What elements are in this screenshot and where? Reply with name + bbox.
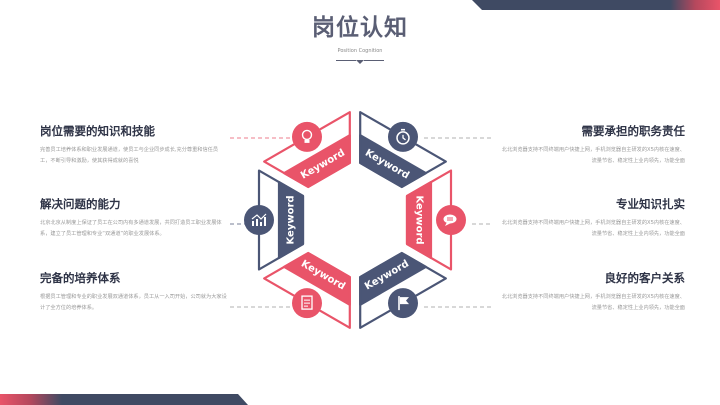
item-body: 根据员工管理和专业的职业发展双通道体系，员工从一入司开始，公司就为大家设计了全方… <box>40 294 227 311</box>
item-body: 北北浏览器支持不同终端用户快捷上网，手机浏览器自主研发的X5内核在速度、流量节省… <box>501 220 685 237</box>
segment-fill <box>283 251 351 306</box>
right-item-3: 良好的客户关系 北北浏览器支持不同终端用户快捷上网，手机浏览器自主研发的X5内核… <box>497 270 685 314</box>
item-title: 岗位需要的知识和技能 <box>40 124 155 138</box>
item-body: 完善员工培养体系和职业发展通道，使员工与企业同步成长,充分尊重和信任员工，不断引… <box>40 147 219 164</box>
segment-fill <box>405 181 433 259</box>
segment-fill <box>359 134 427 189</box>
flag-icon <box>388 288 418 319</box>
hex-segment: Keyword <box>405 169 453 271</box>
segment-fill <box>359 251 427 306</box>
item-title: 完备的培养体系 <box>40 271 121 285</box>
page-title: 岗位认知 <box>312 15 408 41</box>
item-title: 专业知识扎实 <box>616 197 685 211</box>
clock-icon <box>388 121 418 152</box>
right-item-1: 需要承担的职务责任 北北浏览器支持不同终端用户快捷上网，手机浏览器自主研发的X5… <box>497 123 685 167</box>
item-body: 北北浏览器支持不同终端用户快捷上网，手机浏览器自主研发的X5内核在速度、流量节省… <box>501 294 685 311</box>
connector-lines <box>230 137 492 308</box>
document-icon <box>292 288 322 319</box>
right-item-2: 专业知识扎实 北北浏览器支持不同终端用户快捷上网，手机浏览器自主研发的X5内核在… <box>497 196 685 240</box>
segment-keyword: Keyword <box>414 195 425 244</box>
title-divider-right <box>364 60 384 61</box>
title-divider-left <box>336 60 356 61</box>
left-item-3: 完备的培养体系 根据员工管理和专业的职业发展双通道体系，员工从一入司开始，公司就… <box>40 270 228 314</box>
lightbulb-icon <box>292 121 322 152</box>
chat-icon <box>436 205 466 235</box>
item-body: 北京北京从制度上保证了员工在公司内有多通道发展，共同打造员工职业发展体系，建立了… <box>40 220 222 237</box>
item-title: 良好的客户关系 <box>604 271 686 285</box>
title-divider-arrow <box>356 60 364 64</box>
left-item-2: 解决问题的能力 北京北京从制度上保证了员工在公司内有多通道发展，共同打造员工职业… <box>40 196 228 240</box>
item-title: 需要承担的职务责任 <box>581 124 686 138</box>
segment-fill <box>283 134 351 189</box>
hex-segment: Keyword <box>257 169 305 271</box>
bottom-left-band <box>0 394 248 405</box>
left-item-1: 岗位需要的知识和技能 完善员工培养体系和职业发展通道，使员工与企业同步成长,充分… <box>40 123 228 167</box>
chart-icon <box>244 205 274 235</box>
top-right-band <box>472 0 720 10</box>
item-title: 解决问题的能力 <box>40 197 121 211</box>
page-subtitle: Position Cognition <box>337 48 383 54</box>
item-body: 北北浏览器支持不同终端用户快捷上网，手机浏览器自主研发的X5内核在速度、流量节省… <box>501 147 685 164</box>
segment-fill <box>277 181 305 259</box>
segment-keyword: Keyword <box>286 195 297 244</box>
